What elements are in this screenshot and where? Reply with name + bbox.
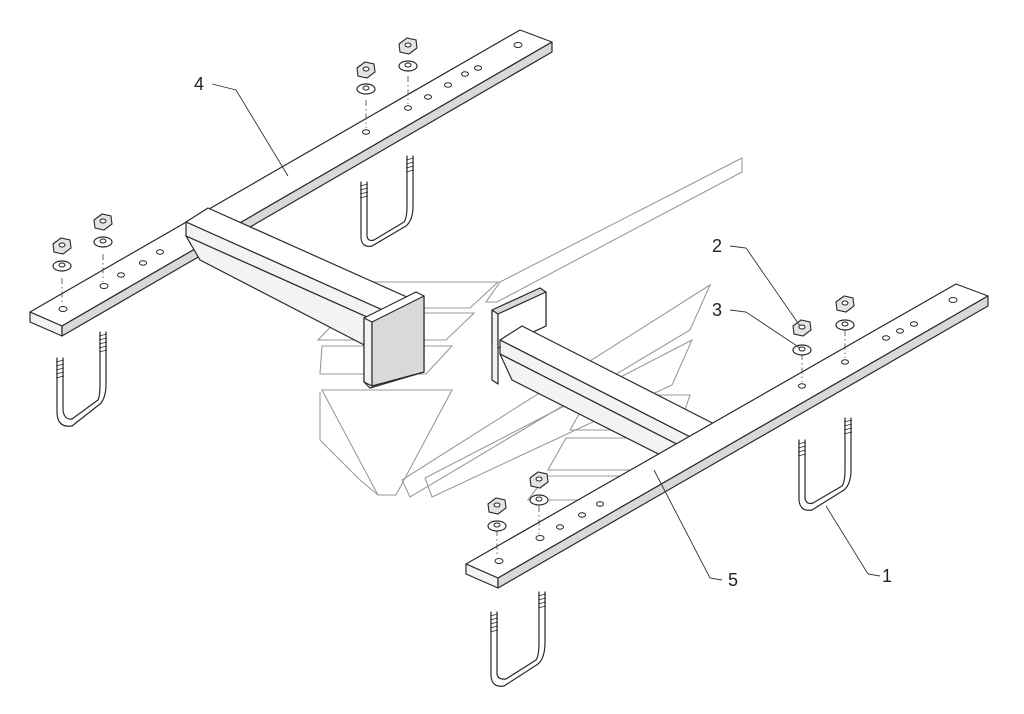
nut-icon — [792, 319, 812, 337]
bar-part-5 — [465, 283, 989, 589]
bar-part-4 — [29, 29, 553, 337]
callout-2: 2 — [712, 236, 722, 256]
u-bolt-part-1 — [797, 417, 853, 511]
u-bolt-front — [489, 591, 547, 687]
fastener-set-rear — [356, 37, 418, 95]
nut-icon — [93, 213, 113, 231]
callout-5: 5 — [728, 570, 738, 590]
nut-icon — [398, 37, 418, 55]
cross-member-right — [491, 287, 731, 471]
watermark-logo — [316, 157, 743, 501]
nut-icon — [487, 497, 507, 515]
fastener-set-front — [487, 471, 549, 532]
nut-icon — [529, 471, 549, 489]
u-bolt-rear — [359, 155, 415, 247]
cross-member-left — [185, 207, 425, 389]
leader-lines — [211, 83, 881, 581]
callout-4: 4 — [194, 74, 204, 94]
fastener-set-left — [52, 213, 113, 272]
fastener-set-right — [792, 295, 855, 356]
u-bolt-left-front — [55, 331, 108, 427]
center-lines — [61, 76, 846, 556]
callout-1: 1 — [882, 566, 892, 586]
nut-icon — [52, 237, 72, 255]
callout-3: 3 — [712, 300, 722, 320]
nut-icon — [356, 61, 376, 79]
nut-icon — [835, 295, 855, 313]
